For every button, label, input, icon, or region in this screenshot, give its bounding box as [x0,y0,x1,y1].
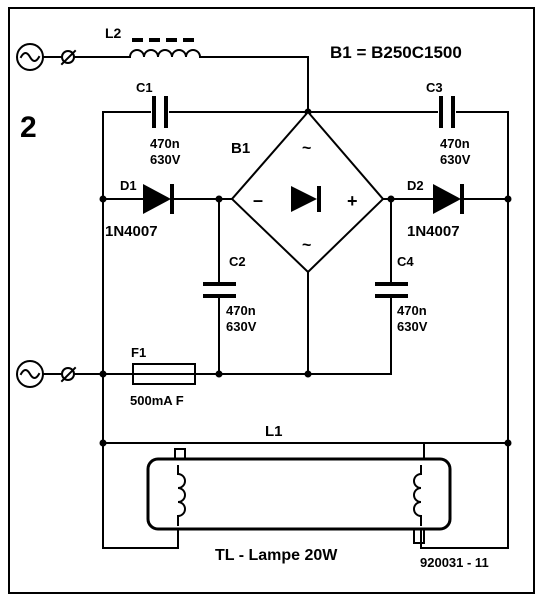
figure-code: 920031 - 11 [420,555,489,570]
ac-source-bottom [16,360,77,388]
lamp-label: L1 [265,423,283,440]
inductor-l2 [128,38,202,59]
filament-left-icon [176,465,186,526]
c2-value: 470n [226,303,256,318]
fuse-f1 [132,363,196,385]
c4-voltage: 630V [397,319,428,334]
c3-label: C3 [426,80,443,95]
c3-voltage: 630V [440,152,471,167]
bridge-label: B1 [231,140,250,157]
d2-label: D2 [407,178,424,193]
ac-source-top [16,43,77,71]
junction-left-mid [99,195,107,203]
diode-d1 [143,184,174,214]
d2-part: 1N4007 [407,223,460,240]
figure-frame [8,7,535,594]
c4-label: C4 [397,254,414,269]
capacitor-c3 [439,96,455,128]
d1-label: D1 [120,178,137,193]
lamp-name: TL - Lampe 20W [215,547,338,564]
f1-label: F1 [131,345,146,360]
bridge-plus: + [347,191,358,211]
c1-voltage: 630V [150,152,181,167]
bridge-ac-bottom: ~ [302,237,311,254]
capacitor-c2 [203,282,236,298]
wire-lamp-left-return [102,442,179,549]
junction-bridge-bottom [304,370,312,378]
bridge-ac-top: ~ [302,140,311,157]
c3-value: 470n [440,136,470,151]
capacitor-c4 [375,282,408,298]
fluorescent-tube-l1 [146,442,452,544]
diode-d2 [433,184,464,214]
c2-voltage: 630V [226,319,257,334]
bridge-spec: B1 = B250C1500 [330,43,462,62]
capacitor-c1 [152,96,168,128]
junction-right-mid [504,195,512,203]
c1-label: C1 [136,80,153,95]
c2-label: C2 [229,254,246,269]
l2-label: L2 [105,25,122,41]
c4-value: 470n [397,303,427,318]
c1-value: 470n [150,136,180,151]
figure-number: 2 [20,111,37,144]
filament-right-icon [413,465,423,526]
wire-lamp-right-return [420,442,509,549]
junction-fuse-c2 [215,370,223,378]
bridge-minus: – [253,190,263,210]
junction-left-low [99,370,107,378]
wire-l2-to-node [199,56,309,113]
d1-part: 1N4007 [105,223,158,240]
f1-rating: 500mA F [130,393,184,408]
